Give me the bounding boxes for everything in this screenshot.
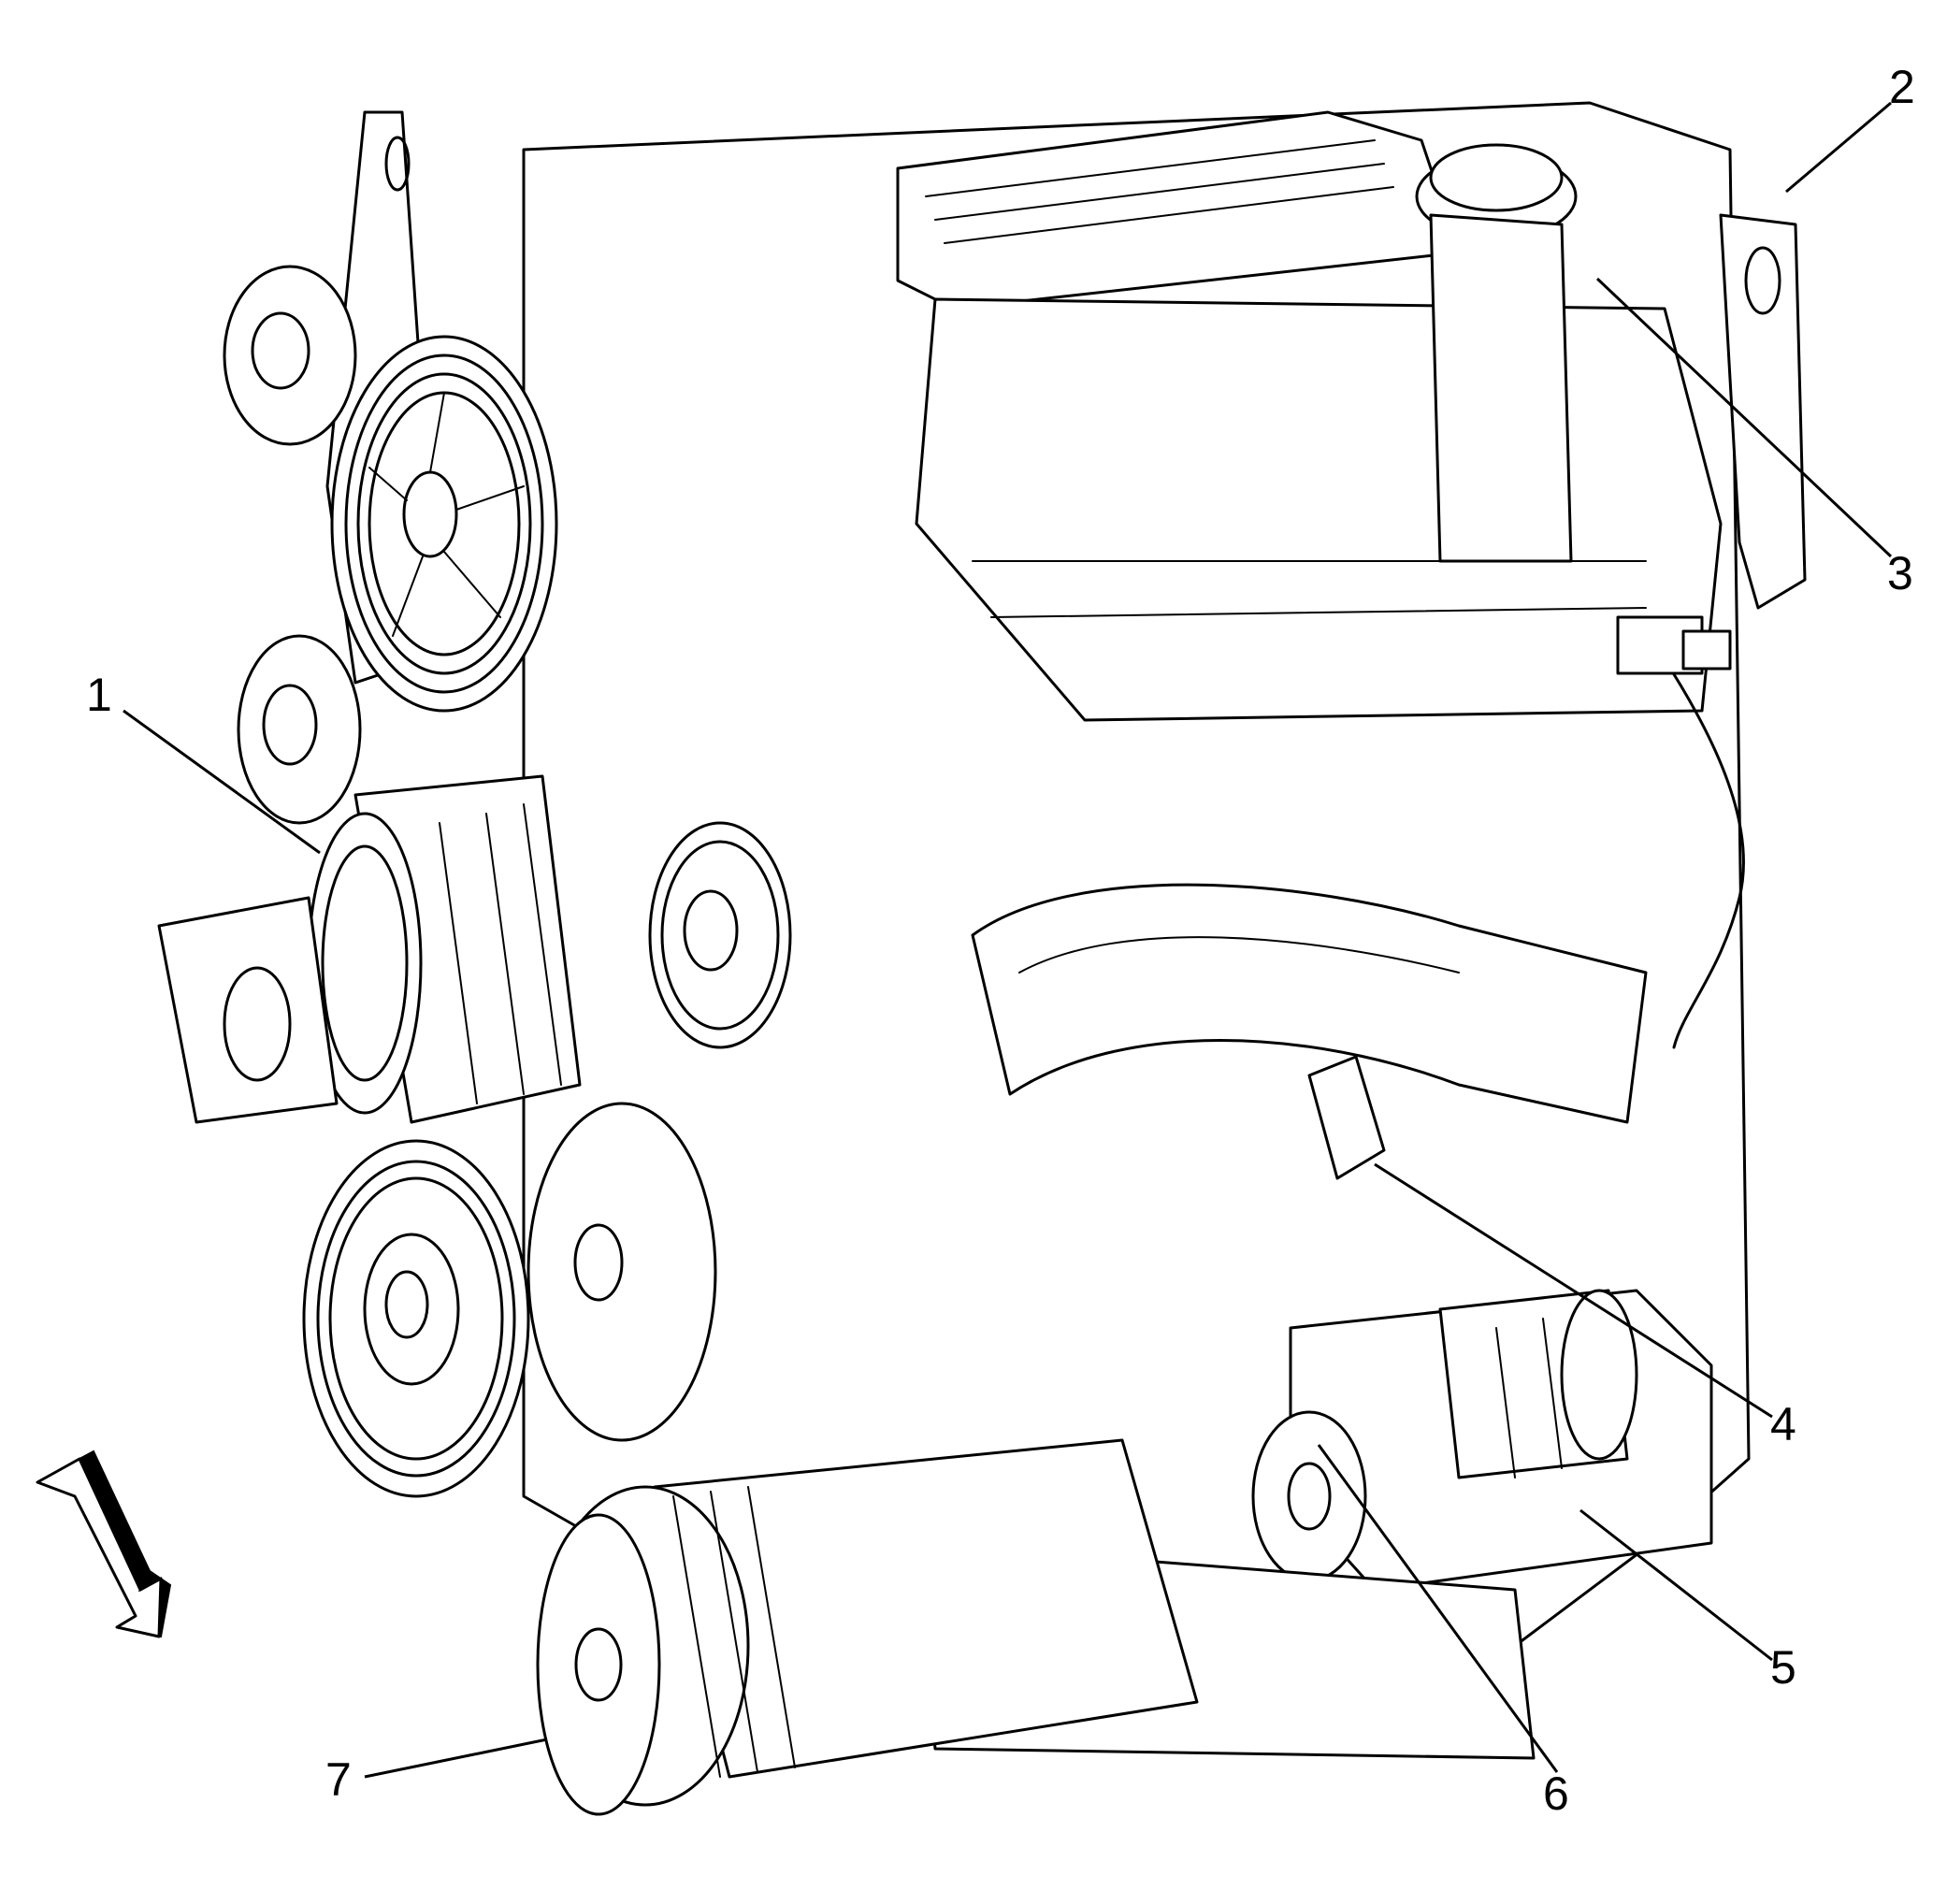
front-direction-arrow-icon bbox=[36, 1450, 172, 1638]
callout-labels: 1 2 3 4 5 6 7 bbox=[86, 61, 1915, 1820]
leader-line-7 bbox=[364, 1738, 548, 1779]
exhaust-crossover-pipe bbox=[971, 883, 1648, 1124]
engine-mount-bracket-right bbox=[1719, 213, 1807, 610]
leader-line-5 bbox=[1579, 1508, 1773, 1662]
belt-tensioner bbox=[157, 896, 339, 1124]
callout-leaders bbox=[123, 101, 1893, 1779]
starter-solenoid bbox=[1251, 1410, 1367, 1582]
callout-6: 6 bbox=[1543, 1767, 1569, 1820]
idler-pulley-center bbox=[648, 821, 792, 1049]
callout-5: 5 bbox=[1770, 1641, 1796, 1694]
callout-4: 4 bbox=[1770, 1398, 1796, 1450]
power-steering-pulley bbox=[330, 335, 558, 713]
leader-line-4 bbox=[1374, 1162, 1773, 1419]
callout-1: 1 bbox=[86, 669, 112, 721]
ac-compressor bbox=[536, 1438, 1199, 1816]
callout-7: 7 bbox=[325, 1753, 352, 1806]
generator bbox=[307, 774, 582, 1124]
idler-pulley-upper bbox=[223, 265, 357, 446]
callout-2: 2 bbox=[1889, 61, 1915, 113]
idler-pulley-lower bbox=[237, 634, 362, 825]
oxygen-sensor-harness bbox=[1616, 615, 1745, 1049]
leader-line-3 bbox=[1595, 277, 1893, 558]
knock-sensor bbox=[1307, 1055, 1386, 1180]
leader-line-1 bbox=[123, 709, 321, 855]
leader-line-6 bbox=[1317, 1444, 1559, 1773]
oil-filler-cap bbox=[1415, 143, 1578, 563]
callout-3: 3 bbox=[1887, 547, 1913, 599]
starter-motor bbox=[1289, 1289, 1713, 1592]
crankshaft-balancer bbox=[302, 1139, 530, 1498]
leader-line-2 bbox=[1785, 101, 1892, 194]
water-pump-pulley bbox=[526, 1102, 717, 1442]
